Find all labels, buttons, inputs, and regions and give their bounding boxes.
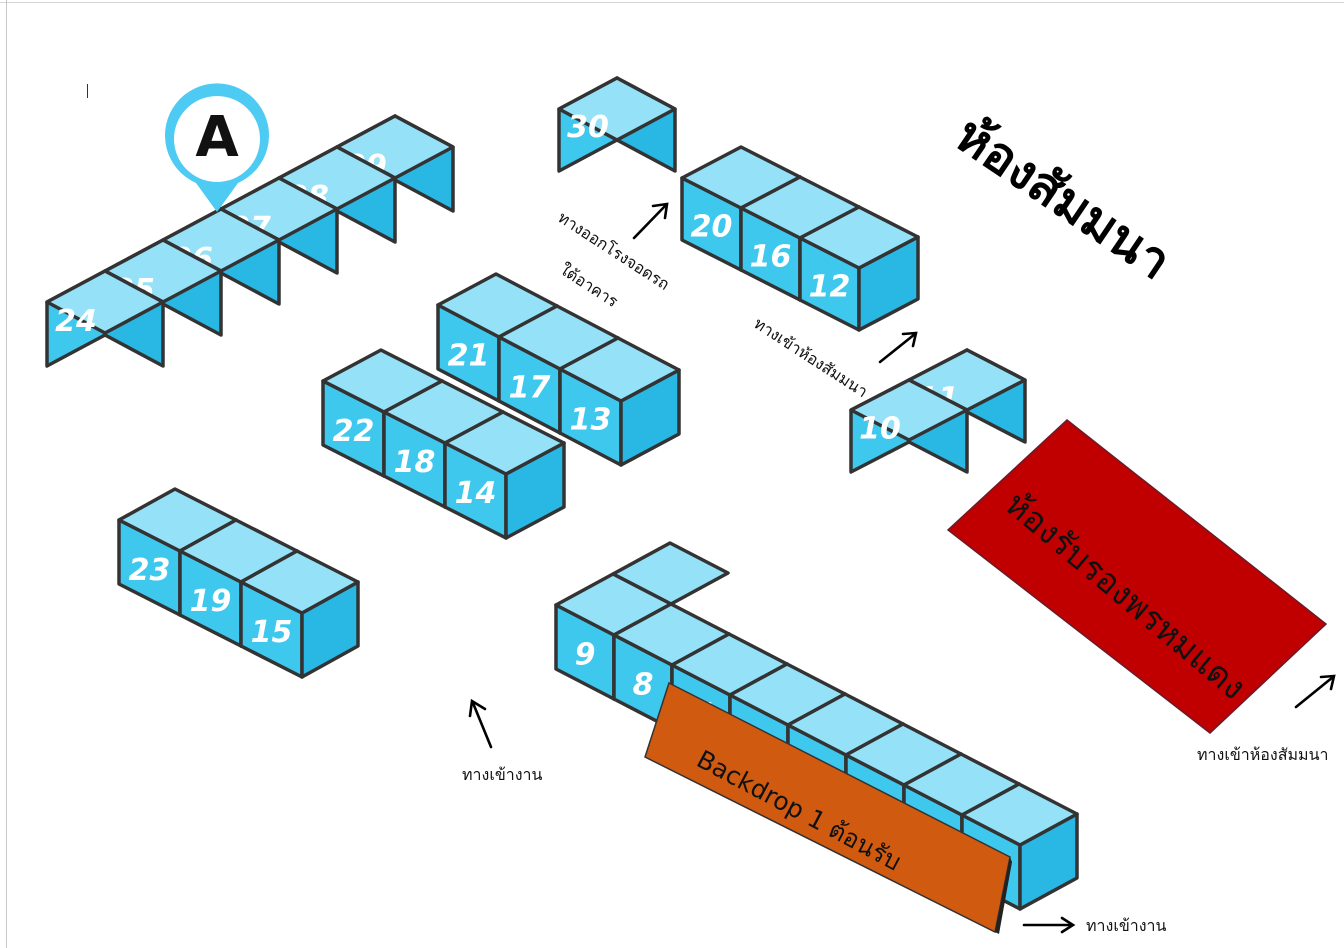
booth-layer: 2928272625243020161221171322181423191511… [45, 76, 1079, 911]
arrow-seminar-right-icon [1294, 674, 1336, 709]
booth-14[interactable]: 14 [443, 410, 566, 540]
booth-number: 13 [570, 403, 612, 438]
location-pin-a: A [165, 83, 269, 212]
arrows [468, 202, 1336, 934]
booth-number: 10 [859, 412, 901, 447]
booth-top-face [798, 205, 920, 270]
seminar-entrance-label-right: ทางเข้าห้องสัมมนา [1197, 745, 1329, 764]
page-edge-top [0, 2, 1344, 3]
booth-top-face [558, 336, 681, 403]
booth-number: 12 [809, 270, 851, 305]
booth-number: 8 [633, 668, 654, 703]
front-layer [644, 681, 1012, 934]
arrow-parking-exit-icon [632, 202, 669, 240]
arrow-entrance-left-icon [468, 698, 493, 749]
event-entrance-label-bottom: ทางเข้างาน [1086, 916, 1167, 935]
booth-number: 24 [55, 304, 97, 339]
vip-room-area [946, 419, 1328, 734]
booth-13[interactable]: 13 [558, 336, 681, 467]
text-cursor [87, 84, 88, 98]
pin-inner [174, 96, 260, 182]
arrow-entrance-bottom-icon [1022, 916, 1076, 934]
booth-number: 30 [567, 110, 609, 145]
booth-12[interactable]: 12 [798, 205, 920, 332]
booth-24[interactable]: 24 [45, 269, 165, 368]
booth-number: 16 [750, 240, 792, 275]
booth-30[interactable]: 30 [557, 76, 677, 173]
event-entrance-label-left: ทางเข้างาน [462, 765, 543, 784]
booth-number: 19 [190, 584, 232, 619]
booth-10[interactable]: 10 [849, 378, 969, 474]
booth-top-face [557, 76, 677, 142]
areas-layer [946, 419, 1328, 734]
booth-number: 21 [448, 339, 490, 374]
booth-top-face [849, 378, 969, 442]
arrow-seminar-mid-icon [878, 331, 918, 364]
pin-letter: A [195, 105, 239, 170]
booth-top-face [239, 549, 360, 615]
booth-top-face [960, 782, 1079, 847]
page-edge-left [6, 0, 7, 948]
booth-number: 22 [333, 414, 375, 449]
booth-number: 18 [394, 445, 436, 480]
booth-number: 15 [251, 615, 293, 650]
booth-number: 20 [691, 210, 733, 245]
backdrop-shadow [995, 857, 1012, 934]
booth-number: 9 [575, 638, 596, 673]
booth-number: 17 [509, 371, 551, 406]
booth-top-face [443, 410, 566, 476]
booth-15[interactable]: 15 [239, 549, 360, 679]
booth-top-face [45, 269, 165, 335]
booth-number: 14 [455, 476, 497, 511]
booth-number: 23 [129, 553, 171, 588]
